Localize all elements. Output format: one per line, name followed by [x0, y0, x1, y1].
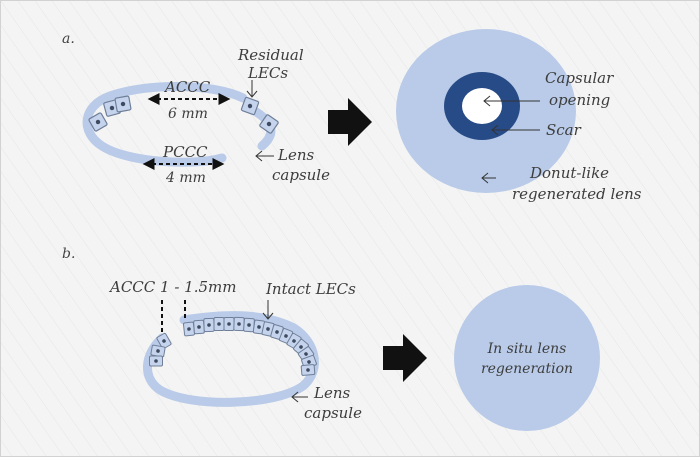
lec-cell: [88, 112, 108, 132]
lec-cell: [300, 364, 316, 376]
regen-label-line2: regeneration: [481, 361, 573, 377]
scar-label: Scar: [546, 121, 582, 139]
lens-capsule-label-line1: Lens: [277, 146, 314, 164]
residual-lecs-label-line1: Residual: [237, 46, 304, 64]
accc-label: ACCC: [163, 78, 211, 96]
donut-regenerated-lens: [396, 29, 576, 193]
capsular-opening-label-line2: opening: [549, 91, 610, 109]
pccc-label: PCCC: [162, 143, 208, 161]
lens-capsule-pointer-icon: [255, 150, 274, 162]
lec-cell: [150, 344, 166, 358]
panel-a-residual-cells: [88, 95, 279, 134]
lec-cell: [233, 316, 245, 332]
capsular-opening-label-line1: Capsular: [545, 69, 614, 87]
donut-label-line2: regenerated lens: [512, 185, 642, 203]
lec-cell: [223, 317, 235, 331]
lec-cell: [156, 332, 172, 350]
lec-cell: [114, 95, 132, 113]
lens-capsule-label-line2: capsule: [272, 166, 330, 184]
lec-cell: [182, 321, 196, 337]
lec-cell: [259, 114, 279, 134]
in-situ-regenerated-lens: [454, 285, 600, 431]
accc-size: 6 mm: [168, 106, 208, 122]
panel-b-letter: b.: [62, 246, 75, 262]
donut-label-line1: Donut-like: [529, 164, 609, 182]
residual-lecs-label-line2: LECs: [247, 64, 288, 82]
panel-a-letter: a.: [62, 31, 75, 47]
lec-cell: [240, 96, 260, 116]
scar-pointer-icon: [491, 124, 540, 136]
right-arrow-icon: [328, 98, 372, 146]
lec-cell: [193, 319, 205, 335]
lec-cell: [213, 317, 225, 331]
lens-capsule-b-pointer-icon: [291, 391, 308, 403]
residual-pointer-icon: [246, 80, 258, 98]
lens-capsule-b-label-line1: Lens: [313, 384, 350, 402]
lec-cell: [203, 317, 215, 333]
capsular-opening: [462, 88, 502, 124]
accc-b-label: ACCC 1 - 1.5mm: [108, 278, 236, 296]
lec-cell: [149, 355, 163, 367]
panel-b-lens-capsule: [143, 311, 319, 407]
capsular-pointer-icon: [483, 95, 540, 107]
right-arrow-icon: [383, 334, 427, 382]
intact-pointer-icon: [262, 300, 274, 320]
lens-capsule-b-label-line2: capsule: [304, 404, 362, 422]
panel-b-intact-cells: [149, 316, 317, 376]
intact-lecs-label: Intact LECs: [265, 280, 356, 298]
donut-pointer-icon: [481, 172, 496, 184]
pccc-size: 4 mm: [165, 170, 206, 186]
lec-cell: [243, 317, 255, 333]
regen-label-line1: In situ lens: [487, 341, 567, 357]
